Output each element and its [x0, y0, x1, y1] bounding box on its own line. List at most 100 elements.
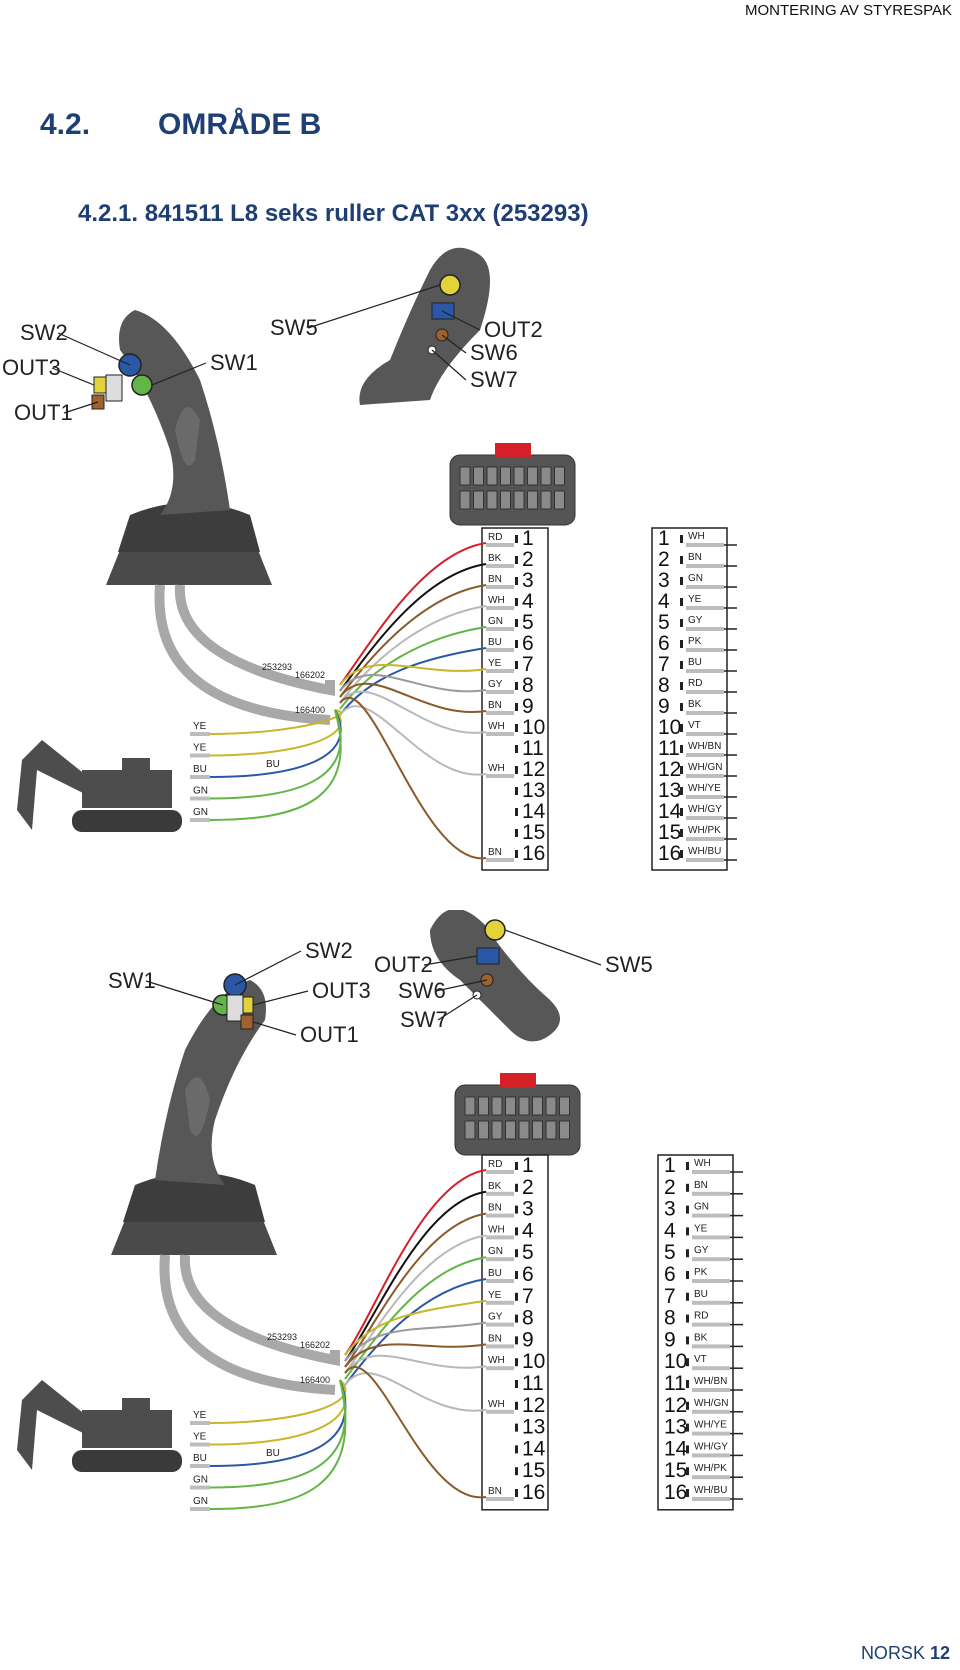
connector-cavity [459, 466, 471, 486]
pinout-wire-stub [686, 837, 724, 841]
pin-tick [686, 1336, 689, 1345]
pinout-wire-color-tag: BN [694, 1180, 708, 1191]
cable-secondary [159, 1254, 336, 1395]
connector-wire-stub [486, 669, 514, 673]
sw7-leader-line [437, 994, 478, 1021]
pinout-table [657, 1154, 734, 1511]
loose-wire-tag: GN [193, 807, 208, 818]
connector-cavity [540, 490, 552, 510]
pinout-table [651, 527, 728, 871]
page-number: 12 [929, 1643, 950, 1663]
pinout-pin-number: 10 [658, 716, 681, 739]
pinout-wire-color-tag: WH/GY [694, 1441, 728, 1452]
connector-pin-number: 5 [522, 1241, 534, 1264]
connector-cavity [464, 1120, 476, 1140]
connector-wire-color-tag: BK [488, 1181, 502, 1192]
loose-wire-tag: BU [193, 764, 207, 775]
connector-pin-number: 16 [522, 842, 545, 865]
pinout-pin-number: 5 [664, 1241, 676, 1264]
connector-wire-color-tag: WH [488, 595, 505, 606]
pinout-pin-number: 5 [658, 611, 670, 634]
excavator-arm [17, 1380, 92, 1470]
pin-tick [680, 577, 683, 585]
pinout-wire-color-tag: RD [694, 1311, 708, 1322]
connector-wire-color-tag: GY [488, 1312, 503, 1323]
joystick-boot-base [111, 1220, 277, 1255]
side-joystick [430, 910, 560, 1042]
connector-wire-color-tag: BN [488, 847, 502, 858]
loose-wire-tag: YE [193, 1432, 207, 1443]
pinout-pin-number: 7 [664, 1285, 676, 1308]
pin-tick [680, 787, 683, 795]
pinout-wire-color-tag: WH/PK [694, 1463, 727, 1474]
connector-wire-color-tag: WH [488, 1355, 505, 1366]
loose-bu-tag: BU [266, 759, 280, 770]
pin-tick [686, 1314, 689, 1323]
wire-wh [344, 1372, 487, 1412]
pin-tick [515, 1380, 518, 1388]
section-number: 4.2. [40, 108, 91, 141]
connector-pin-number: 15 [522, 821, 545, 844]
connector-pin-number: 12 [522, 1394, 545, 1417]
pin-tick [515, 850, 518, 858]
pinout-wire-color-tag: GY [688, 615, 703, 626]
pin-tick [680, 598, 683, 606]
pinout-wire-color-tag: BN [688, 552, 702, 563]
sw5-label: SW5 [605, 952, 653, 977]
pin-tick [515, 1445, 518, 1454]
footer-language: NORSK [860, 1643, 925, 1663]
roller-icon [105, 374, 123, 402]
connector-pin-number: 8 [522, 1307, 534, 1330]
pinout-wire-stub [686, 753, 724, 757]
pin-tick [680, 724, 683, 732]
connector-pin-number: 2 [522, 1176, 534, 1199]
connector-wire-color-tag: GY [488, 679, 503, 690]
pinout-wire-color-tag: PK [688, 636, 702, 647]
wire-gn [339, 626, 487, 710]
excavator-cab [122, 758, 150, 778]
connector-cavity [478, 1120, 489, 1140]
pinout-wire-stub [692, 1409, 730, 1414]
connector-wire-color-tag: BN [488, 700, 502, 711]
pin-tick [515, 1271, 518, 1279]
connector-pin-number: 12 [522, 758, 545, 781]
loose-wire-tag: BU [193, 1453, 207, 1464]
loose-wire-stub [190, 796, 210, 801]
pin-tick [515, 1205, 518, 1214]
out1-label: OUT1 [300, 1022, 359, 1047]
pinout-pin-number: 2 [664, 1176, 676, 1199]
pin-tick [515, 1227, 518, 1236]
connector-cavity [532, 1120, 543, 1140]
pinout-pin-number: 14 [658, 800, 682, 823]
pinout-wire-stub [686, 669, 724, 673]
pin-tick [515, 1401, 518, 1410]
connector-wire-stub [486, 627, 514, 631]
connector-pin-number: 5 [522, 611, 534, 634]
side-joystick-grip [430, 910, 560, 1042]
connector-cavity [527, 466, 538, 486]
pin-tick [515, 1183, 518, 1192]
pin-tick [515, 1423, 518, 1432]
pin-tick [680, 640, 683, 648]
wire-rd [344, 1169, 487, 1356]
wire-wh [339, 605, 487, 704]
pin-tick [515, 1489, 518, 1497]
connector-pin-number: 4 [522, 1219, 534, 1242]
pin-tick [515, 1336, 518, 1345]
sw1-button-icon [131, 374, 153, 396]
pin-tick [686, 1358, 689, 1367]
pinout-wire-color-tag: WH [694, 1158, 711, 1169]
joystick-grip [119, 310, 230, 515]
connector-wire-stub [486, 606, 514, 610]
wire-bu [344, 1278, 487, 1386]
loose-wire-stub [190, 753, 210, 758]
pin-tick [515, 577, 518, 585]
pin-tick [515, 745, 518, 753]
connector-wire-color-tag: RD [488, 1159, 502, 1170]
pinout-wire-stub [692, 1257, 730, 1262]
pin-tick [680, 682, 683, 690]
side-roller-icon [476, 947, 500, 965]
pin-tick [515, 703, 518, 711]
section-title-text: OMRÅDE B [158, 108, 322, 141]
pinout-pin-number: 3 [664, 1198, 676, 1221]
